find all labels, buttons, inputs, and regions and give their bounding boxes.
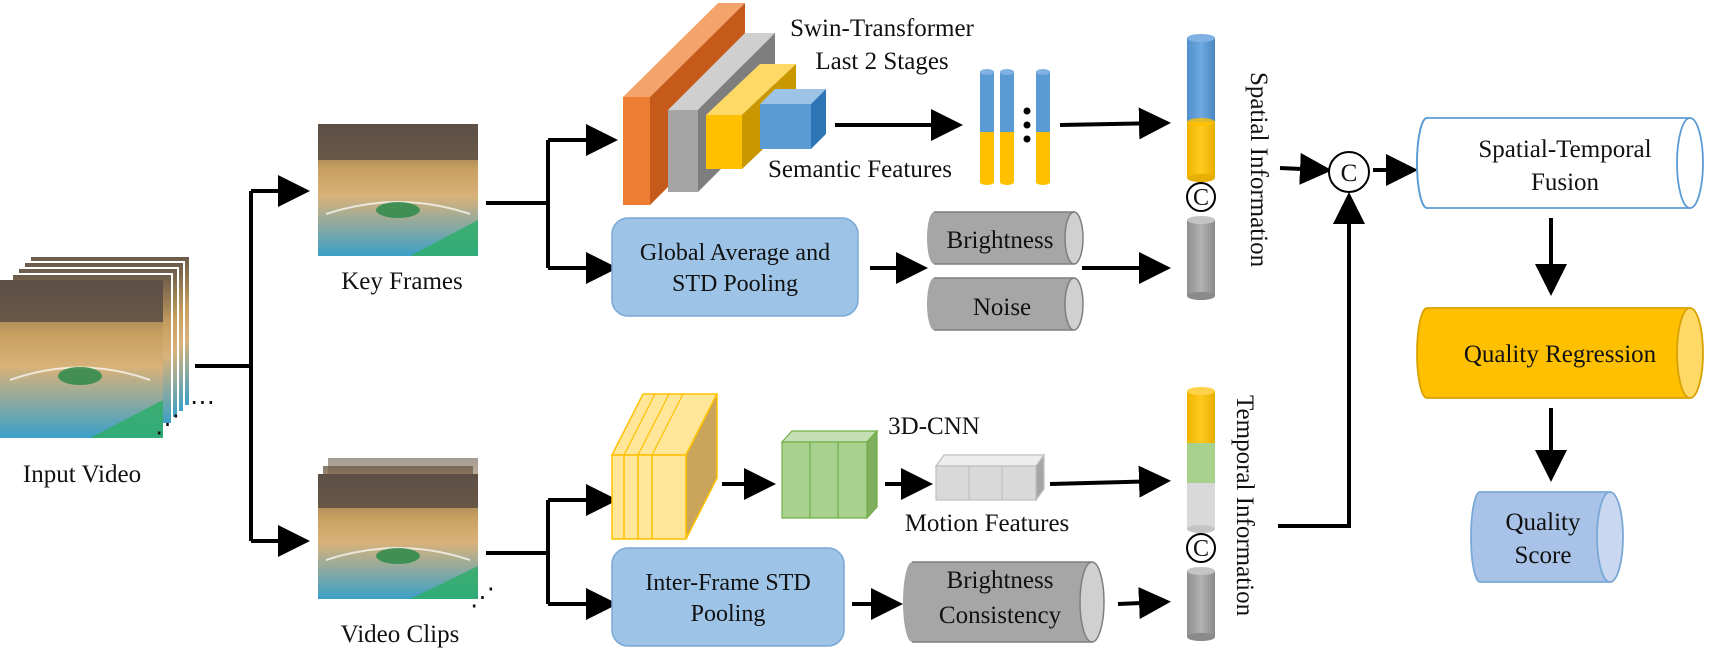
quality-score-label-line1: Quality (1506, 509, 1581, 536)
noise-label: Noise (973, 294, 1031, 321)
temporal-concat-symbol (1186, 533, 1216, 563)
clip-input-block (610, 393, 719, 540)
temporal-quality-cylinder (1187, 567, 1215, 641)
fusion-label-line1: Spatial-Temporal (1478, 136, 1651, 163)
swin-transformer-blocks (623, 3, 826, 205)
gap-label-line1: Global Average and (640, 240, 830, 266)
semantic-features-label: Semantic Features (768, 156, 952, 183)
video-clips-label: Video Clips (341, 621, 460, 648)
key-frames-image (318, 124, 478, 256)
input-video-frame (0, 280, 163, 438)
feature-bar (1036, 69, 1050, 185)
noise-cylinder (927, 277, 1084, 331)
semantic-feature-bars (980, 69, 1050, 185)
quality-score-label-line2: Score (1515, 542, 1572, 569)
motion-features-label: Motion Features (905, 510, 1070, 537)
quality-regression-cylinder (1416, 307, 1704, 399)
feature-bar (980, 69, 994, 185)
ellipsis-frames: ⋰ (155, 411, 180, 438)
spatial-feature-cylinder (1187, 34, 1215, 182)
video-clips-image (318, 458, 478, 599)
brightness-consistency-cylinder (903, 561, 1105, 643)
spatial-information-label: Spatial Information (1245, 72, 1272, 268)
gap-label-line2: STD Pooling (672, 271, 798, 297)
ellipsis-clips: ⋰ (470, 584, 495, 611)
fusion-label-line2: Fusion (1531, 169, 1600, 196)
ellipsis-frames-2: ⋯ (190, 389, 215, 416)
arrow-temporal-to-concat (1278, 192, 1365, 528)
brightness-label: Brightness (947, 227, 1054, 254)
input-video-stack: ⋰ ⋯ (0, 255, 215, 438)
feature-bar (1000, 69, 1014, 185)
fusion-concat-label: C (1341, 160, 1358, 187)
swin-label-line2: Last 2 Stages (815, 48, 948, 75)
quality-score-cylinder (1470, 491, 1624, 583)
spatial-temporal-fusion-cylinder (1416, 117, 1704, 209)
interframe-label-line2: Pooling (691, 601, 766, 627)
interframe-pooling-box (611, 547, 845, 647)
swin-label-line1: Swin-Transformer (790, 15, 974, 42)
arrow-to-temporal-cyl (1049, 465, 1171, 498)
motion-features-block (934, 453, 1046, 502)
gap-pooling-box (611, 217, 859, 317)
key-frames-label: Key Frames (341, 268, 463, 295)
arrow-to-spatial-cyl (1059, 107, 1171, 140)
input-video-label: Input Video (23, 461, 141, 488)
consistency-label-line2: Consistency (939, 602, 1062, 629)
arrow-spatial-to-concat (1279, 152, 1332, 185)
consistency-label-line1: Brightness (947, 567, 1054, 594)
quality-regression-label: Quality Regression (1464, 341, 1657, 368)
temporal-concat-label: C (1193, 536, 1209, 562)
cnn3d-block (780, 429, 879, 520)
spatial-concat-label: C (1193, 185, 1209, 211)
arrow-to-temporal-gray (1117, 587, 1171, 620)
temporal-information-label: Temporal Information (1231, 395, 1258, 617)
spatial-concat-symbol (1186, 182, 1216, 212)
interframe-label-line1: Inter-Frame STD (645, 570, 810, 596)
temporal-feature-cylinder (1187, 387, 1215, 533)
fusion-concat-symbol (1328, 151, 1370, 193)
brightness-cylinder (927, 211, 1084, 265)
cnn3d-label: 3D-CNN (888, 413, 980, 440)
spatial-quality-cylinder (1187, 216, 1215, 300)
